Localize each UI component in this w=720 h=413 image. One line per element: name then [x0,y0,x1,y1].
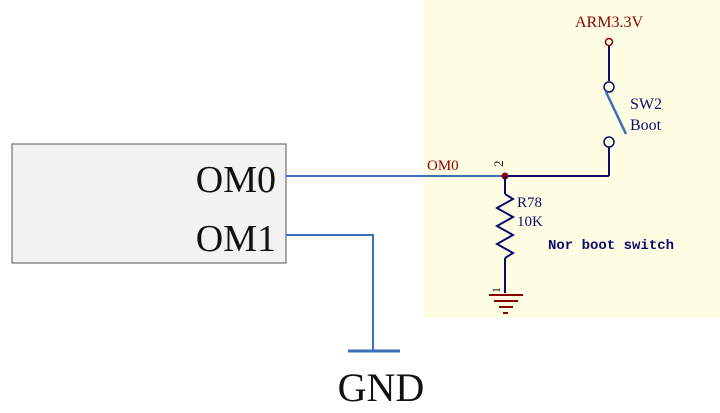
pin-label-om1: OM1 [196,218,276,260]
resistor-zigzag-icon [494,193,516,259]
switch-top-contact-icon [603,81,615,93]
ground-symbol-icon [489,294,523,314]
ground-pin-number-label: 1 [489,287,503,293]
om1-wire [286,234,374,351]
resistor-ref-label: R78 [517,195,542,211]
pin-number-label: 2 [491,161,506,168]
switch-panel-background [424,0,720,318]
supply-terminal-icon [604,37,614,47]
switch-lever-icon [604,91,628,135]
supply-label: ARM3.3V [575,14,643,31]
chip-block [11,143,287,264]
pin-label-om0: OM0 [196,159,276,201]
switch-name-label: Boot [630,117,662,134]
switch-ref-label: SW2 [630,96,662,113]
boot-note-label: Nor boot switch [548,238,674,254]
gnd-label: GND [338,365,425,410]
net-label: OM0 [427,158,459,174]
resistor-value-label: 10K [517,214,543,230]
